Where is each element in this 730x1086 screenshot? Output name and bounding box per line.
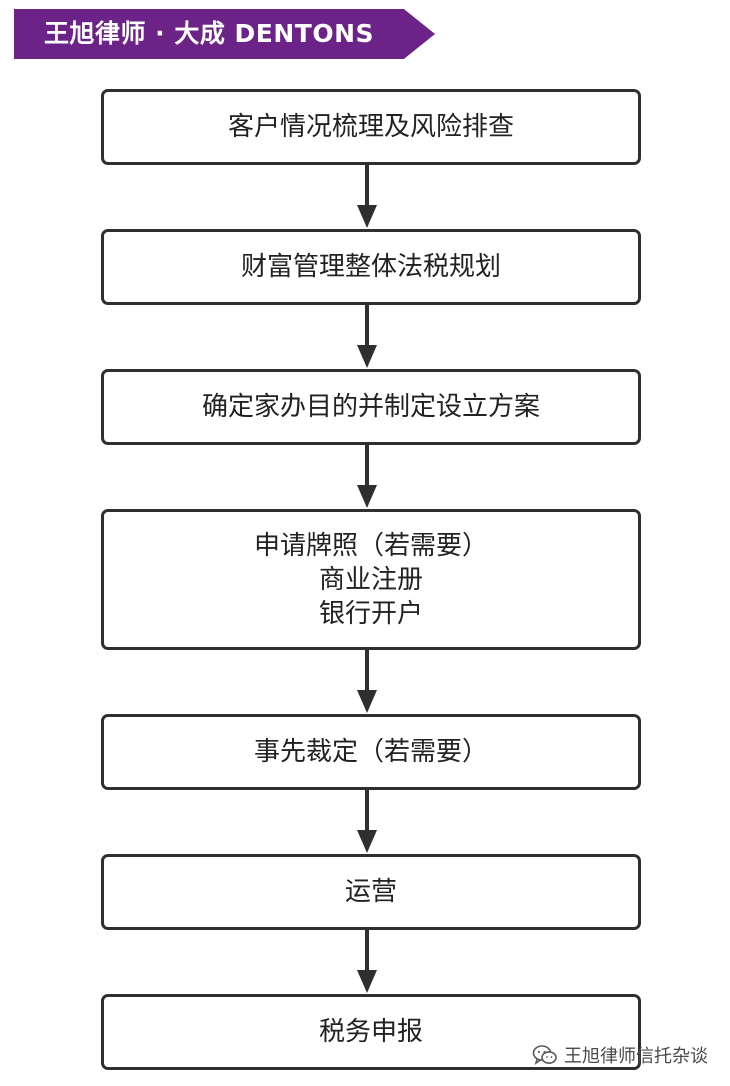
flow-arrow xyxy=(347,165,387,229)
flow-step-label: 运营 xyxy=(344,877,397,907)
flow-step-6: 运营 xyxy=(101,854,641,930)
flow-arrow xyxy=(347,305,387,369)
header-banner: 王旭律师 · 大成 DENTONS xyxy=(14,9,435,59)
flow-step-label: 申请牌照（若需要） xyxy=(253,530,488,561)
watermark: 王旭律师信托杂谈 xyxy=(532,1040,708,1070)
flow-step-4: 申请牌照（若需要）商业注册银行开户 xyxy=(101,509,641,650)
flow-arrow xyxy=(347,650,387,714)
flow-arrow xyxy=(347,930,387,994)
flow-step-1: 客户情况梳理及风险排查 xyxy=(101,89,641,165)
flow-step-label: 银行开户 xyxy=(318,598,423,629)
wechat-icon xyxy=(532,1045,557,1065)
flow-step-label: 事先裁定（若需要） xyxy=(253,737,488,767)
flow-step-5: 事先裁定（若需要） xyxy=(101,714,641,790)
flow-step-label: 确定家办目的并制定设立方案 xyxy=(201,392,540,422)
flow-step-label: 客户情况梳理及风险排查 xyxy=(227,112,514,142)
flow-arrow xyxy=(347,790,387,854)
flow-step-label: 财富管理整体法税规划 xyxy=(240,252,501,282)
flow-step-3: 确定家办目的并制定设立方案 xyxy=(101,369,641,445)
banner-title: 王旭律师 · 大成 DENTONS xyxy=(43,19,375,48)
flow-arrow xyxy=(347,445,387,509)
flow-step-2: 财富管理整体法税规划 xyxy=(101,229,641,305)
flow-step-label: 税务申报 xyxy=(318,1017,423,1047)
watermark-text: 王旭律师信托杂谈 xyxy=(564,1046,708,1067)
flow-step-label: 商业注册 xyxy=(318,564,423,595)
